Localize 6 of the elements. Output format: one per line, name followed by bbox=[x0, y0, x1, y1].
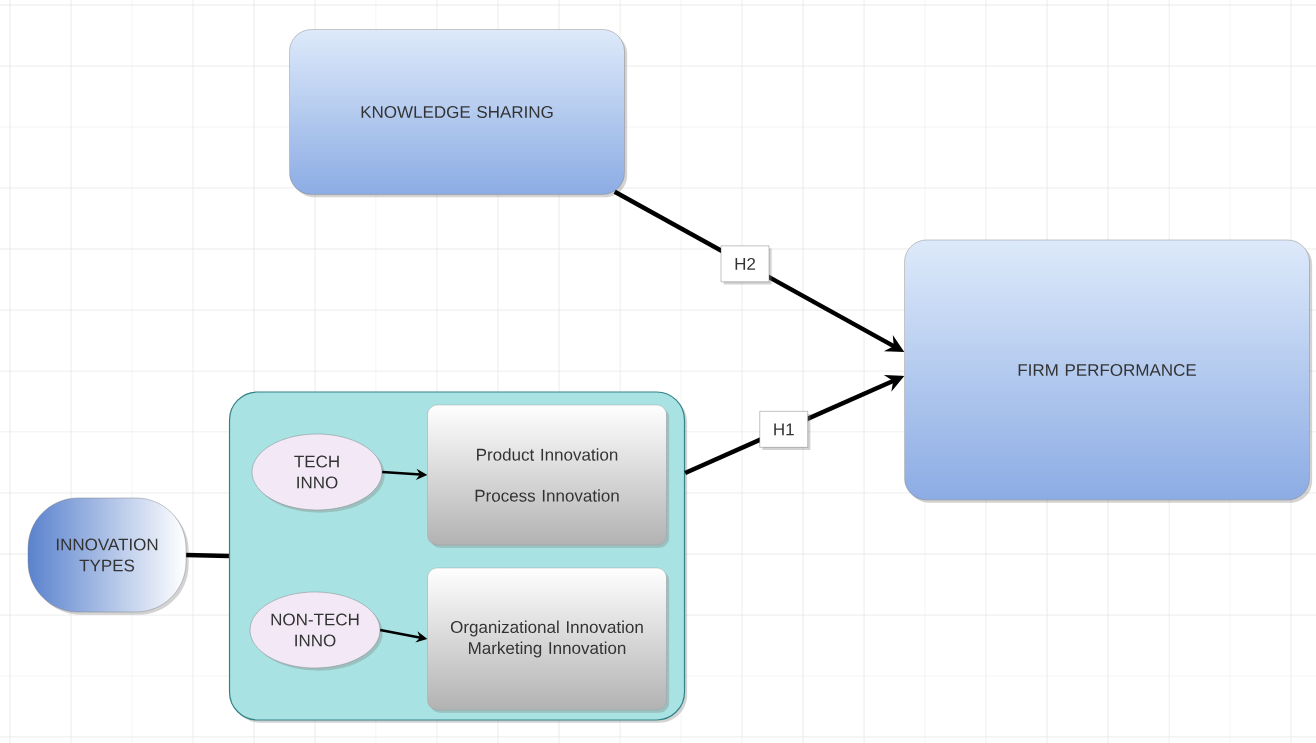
list-box: Product Innovation Process Innovation bbox=[427, 404, 670, 548]
list-box: Organizational Innovation Marketing Innovation bbox=[427, 567, 670, 713]
edge-label: H2 bbox=[720, 245, 772, 285]
concept-box: KNOWLEDGE SHARING bbox=[289, 29, 628, 198]
concept-box: FIRM PERFORMANCE bbox=[904, 239, 1313, 503]
edge-label: H1 bbox=[759, 411, 811, 450]
